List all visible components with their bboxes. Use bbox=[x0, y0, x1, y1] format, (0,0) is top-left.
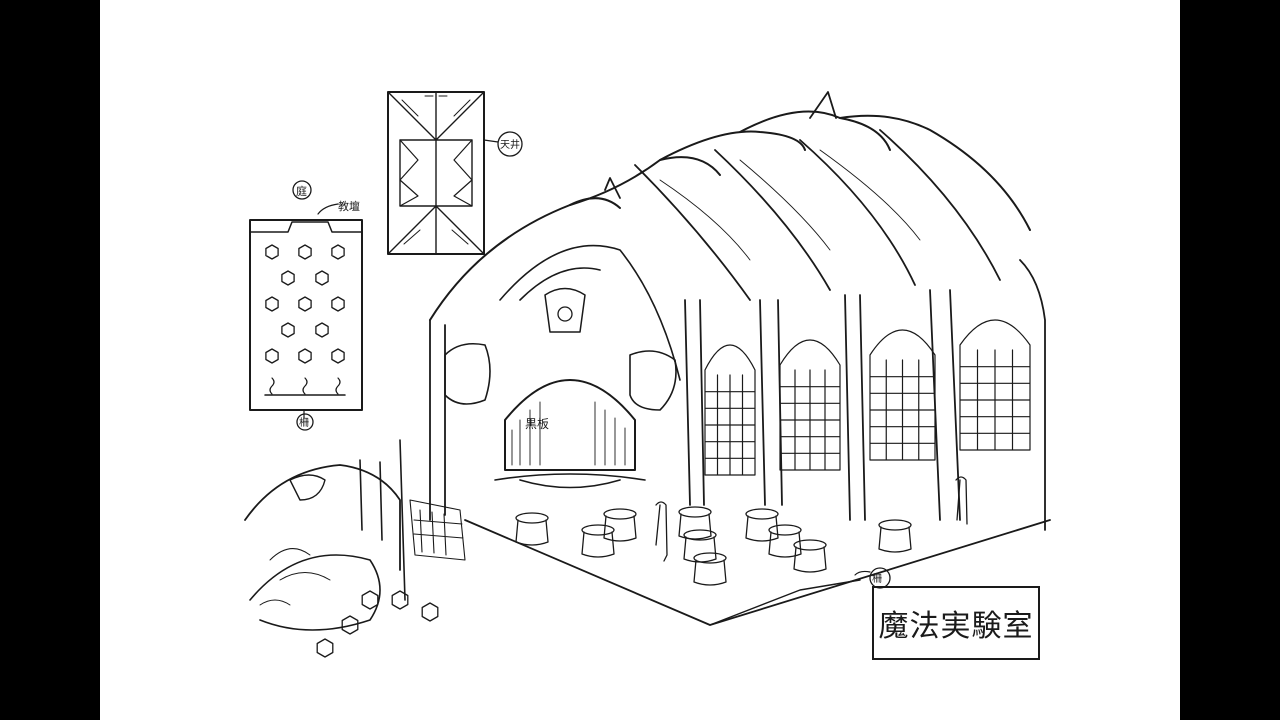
stump-stool bbox=[515, 512, 549, 546]
sketch-title: 魔法実験室 bbox=[872, 586, 1040, 660]
lancet-window bbox=[959, 319, 1031, 451]
floor-hexagon-tile bbox=[316, 638, 334, 658]
concept-sketch: 庭 教壇 柵 天井 bbox=[244, 91, 1051, 658]
lancet-window bbox=[779, 339, 841, 471]
stump-stool bbox=[878, 519, 912, 553]
hall-structure: 黒板 bbox=[429, 91, 1046, 531]
plan-table-hexagon bbox=[315, 322, 329, 338]
root-foreground bbox=[244, 439, 466, 658]
plan-table-hexagon bbox=[315, 270, 329, 286]
ceiling-panel: 天井 bbox=[387, 91, 523, 255]
plan-table-hexagon bbox=[281, 270, 295, 286]
ceiling-label: 天井 bbox=[500, 138, 520, 151]
plan-table-hexagon bbox=[298, 244, 312, 260]
floor-hexagon-tile bbox=[341, 615, 359, 635]
plan-top-label: 庭 bbox=[296, 184, 307, 198]
plan-table-hexagon bbox=[331, 244, 345, 260]
stump-stool bbox=[603, 508, 637, 542]
plan-table-hexagon bbox=[331, 296, 345, 312]
plan-table-hexagon bbox=[281, 322, 295, 338]
floor-hexagon-tiles bbox=[316, 590, 439, 658]
plan-table-hexagon bbox=[265, 296, 279, 312]
hall-floor: 柵 bbox=[464, 476, 1051, 626]
floor-hexagon-tile bbox=[391, 590, 409, 610]
fence-label: 柵 bbox=[872, 572, 882, 585]
plan-table-hexagon bbox=[331, 348, 345, 364]
plan-bottom-label: 柵 bbox=[299, 416, 309, 429]
plan-platform-label: 教壇 bbox=[338, 199, 360, 213]
lancet-windows bbox=[704, 319, 1031, 476]
stump-stool bbox=[693, 552, 727, 586]
plan-table-hexagon bbox=[265, 244, 279, 260]
stump-stool bbox=[793, 539, 827, 573]
plan-table-hexagon bbox=[265, 348, 279, 364]
blackboard-label: 黒板 bbox=[525, 417, 549, 431]
stump-stool bbox=[768, 524, 802, 558]
floor-plan: 庭 教壇 柵 bbox=[249, 180, 363, 431]
lancet-window bbox=[704, 344, 756, 476]
sketch-paper: 庭 教壇 柵 天井 bbox=[100, 0, 1180, 720]
stump-stools bbox=[515, 506, 912, 586]
floor-hexagon-tile bbox=[361, 590, 379, 610]
floor-hexagon-tile bbox=[421, 602, 439, 622]
stump-stool bbox=[581, 524, 615, 558]
plan-table-hexagons bbox=[265, 244, 345, 364]
plan-table-hexagon bbox=[298, 296, 312, 312]
stump-stool bbox=[678, 506, 712, 540]
lancet-window bbox=[869, 329, 936, 461]
stump-stool bbox=[745, 508, 779, 542]
plan-table-hexagon bbox=[298, 348, 312, 364]
